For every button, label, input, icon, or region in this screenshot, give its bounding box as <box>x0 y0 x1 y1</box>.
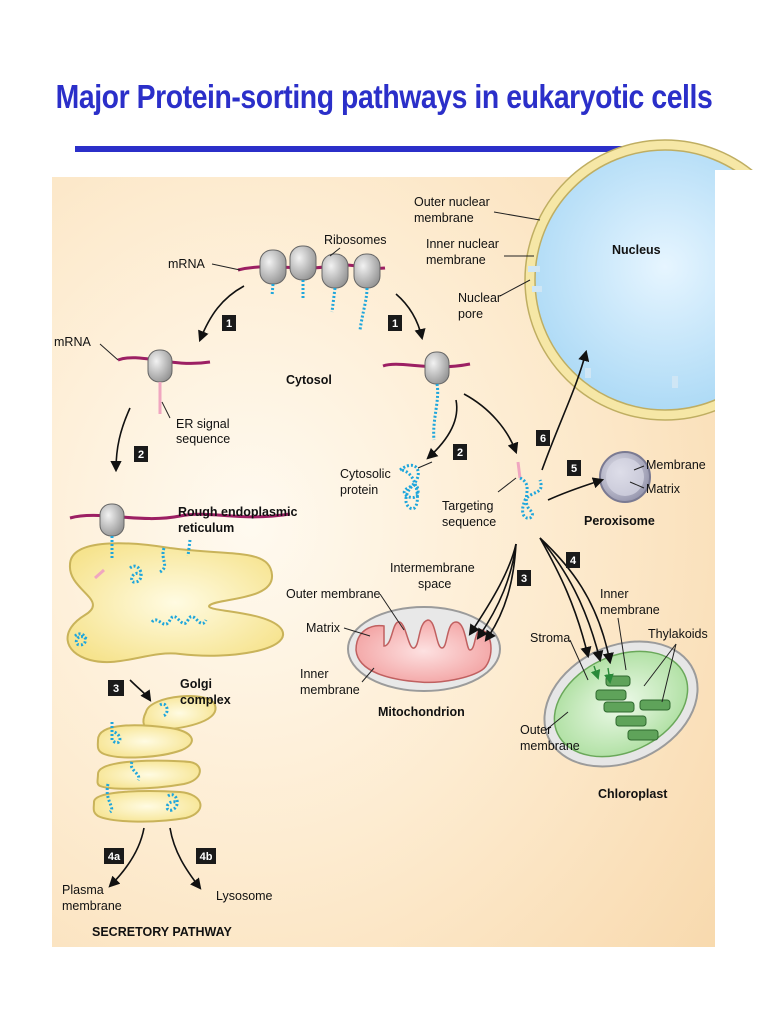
step-box-6: 6 <box>536 430 550 446</box>
svg-text:1: 1 <box>392 318 398 330</box>
label-cytosolic-protein-1: Cytosolic <box>340 467 391 481</box>
label-peroxisome-membrane: Membrane <box>646 458 706 472</box>
chloroplast <box>543 640 699 768</box>
step-box-3-left: 3 <box>108 680 124 696</box>
rough-er <box>66 542 285 664</box>
label-nuclear-pore-1: Nuclear <box>458 291 501 305</box>
label-nucleus: Nucleus <box>612 243 661 257</box>
label-nuclear-pore-2: pore <box>458 307 483 321</box>
svg-text:6: 6 <box>540 433 546 445</box>
nascent-chain-right <box>432 383 440 441</box>
label-cytosolic-protein-2: protein <box>340 483 378 497</box>
step-box-4: 4 <box>566 552 580 568</box>
label-inner-membrane-chloro-2: membrane <box>600 603 660 617</box>
label-ribosomes: Ribosomes <box>324 233 387 247</box>
step-box-4a: 4a <box>104 848 124 864</box>
step-box-4b: 4b <box>196 848 216 864</box>
label-plasma-membrane-1: Plasma <box>62 883 104 897</box>
label-matrix-mito: Matrix <box>306 621 341 635</box>
label-targeting-2: sequence <box>442 515 496 529</box>
golgi-protein-chains <box>105 702 179 814</box>
label-rough-er-2: reticulum <box>178 521 234 535</box>
cytosolic-protein-coil <box>399 463 420 511</box>
golgi-complex <box>92 695 217 823</box>
label-golgi-2: complex <box>180 693 231 707</box>
step-box-1-right: 1 <box>388 315 402 331</box>
label-lysosome: Lysosome <box>216 889 273 903</box>
svg-text:1: 1 <box>226 318 232 330</box>
label-inner-nuclear-2: membrane <box>426 253 486 267</box>
step-box-2-right: 2 <box>453 444 467 460</box>
label-mitochondrion: Mitochondrion <box>378 705 465 719</box>
label-secretory-pathway: SECRETORY PATHWAY <box>92 925 233 939</box>
label-intermembrane-1: Intermembrane <box>390 561 475 575</box>
label-inner-membrane-mito-2: membrane <box>300 683 360 697</box>
label-outer-membrane-chloro-1: Outer <box>520 723 551 737</box>
ribosome-right <box>424 351 450 385</box>
pathway-arrows <box>108 285 614 890</box>
label-er-signal-1: ER signal <box>176 417 230 431</box>
label-peroxisome: Peroxisome <box>584 514 655 528</box>
mrna-strand-right <box>382 362 471 369</box>
svg-text:2: 2 <box>457 447 463 459</box>
chloroplast-inner-arrows <box>590 665 614 684</box>
targeting-sequence-segment <box>516 461 522 479</box>
label-mrna-left: mRNA <box>54 335 91 349</box>
label-peroxisome-matrix: Matrix <box>646 482 681 496</box>
label-inner-membrane-chloro-1: Inner <box>600 587 629 601</box>
label-stroma: Stroma <box>530 631 570 645</box>
label-targeting-1: Targeting <box>442 499 493 513</box>
label-outer-nuclear-2: membrane <box>414 211 474 225</box>
label-chloroplast: Chloroplast <box>598 787 668 801</box>
label-er-signal-2: sequence <box>176 432 230 446</box>
title-underline <box>75 146 697 152</box>
thylakoid-stacks <box>595 675 671 741</box>
label-rough-er-1: Rough endoplasmic <box>178 505 298 519</box>
label-intermembrane-2: space <box>418 577 451 591</box>
label-outer-membrane-mito: Outer membrane <box>286 587 381 601</box>
step-box-3-right: 3 <box>517 570 531 586</box>
peroxisome <box>599 451 651 503</box>
label-inner-membrane-mito-1: Inner <box>300 667 329 681</box>
nascent-chains-top <box>270 280 369 331</box>
svg-text:4a: 4a <box>108 851 121 863</box>
leader-lines <box>99 211 677 731</box>
svg-text:2: 2 <box>138 449 144 461</box>
er-signal-cleaved <box>94 568 105 580</box>
step-box-2-left: 2 <box>134 446 148 462</box>
label-inner-nuclear-1: Inner nuclear <box>426 237 499 251</box>
svg-text:4b: 4b <box>200 851 213 863</box>
label-outer-membrane-chloro-2: membrane <box>520 739 580 753</box>
label-mrna-top: mRNA <box>168 257 205 271</box>
svg-text:3: 3 <box>113 683 119 695</box>
page-title: Major Protein-sorting pathways in eukary… <box>55 78 713 115</box>
label-thylakoids: Thylakoids <box>648 627 708 641</box>
svg-text:5: 5 <box>571 463 577 475</box>
step-box-1-left: 1 <box>222 315 236 331</box>
nucleus <box>524 139 768 421</box>
svg-text:4: 4 <box>570 555 577 567</box>
ribosome-er <box>99 503 125 537</box>
step-box-5: 5 <box>567 460 581 476</box>
label-plasma-membrane-2: membrane <box>62 899 122 913</box>
label-golgi-1: Golgi <box>180 677 212 691</box>
label-cytosol: Cytosol <box>286 373 332 387</box>
ribosome-left <box>147 349 173 383</box>
er-protein-chains <box>74 536 208 647</box>
label-outer-nuclear-1: Outer nuclear <box>414 195 490 209</box>
svg-text:3: 3 <box>521 573 527 585</box>
mitochondrion <box>347 606 501 692</box>
